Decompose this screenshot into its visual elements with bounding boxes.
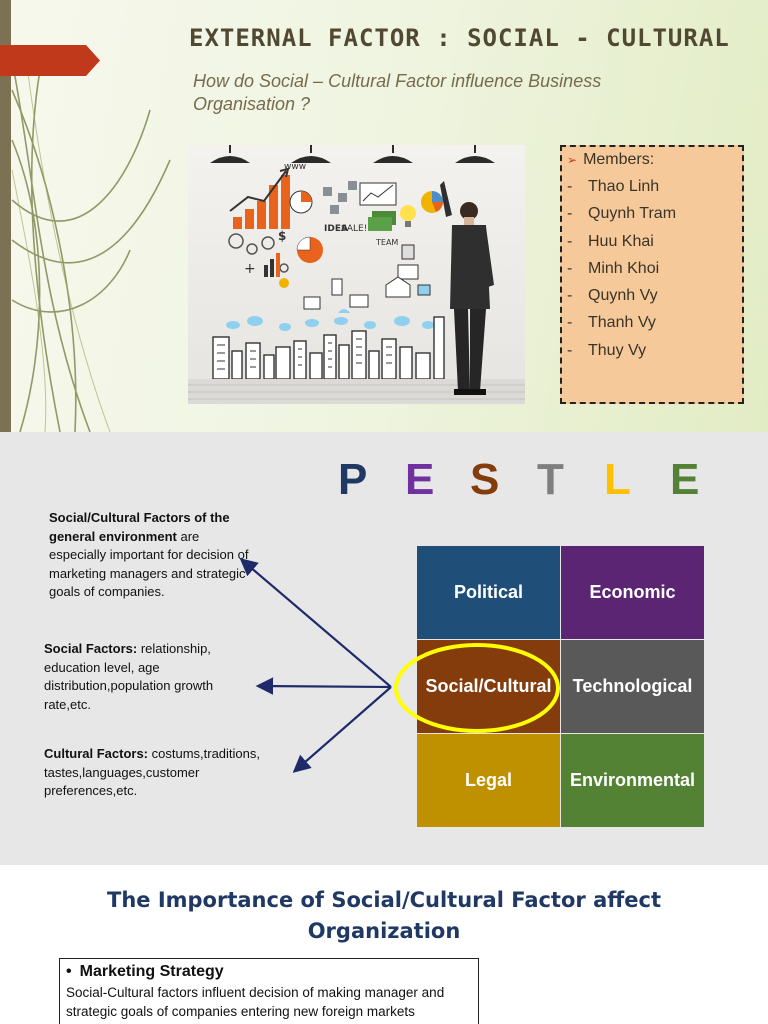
pestle-letter-e: E [405, 455, 435, 504]
marketing-strategy-body: Social-Cultural factors influent decisio… [66, 985, 445, 1019]
member-item: -Thao Linh [567, 178, 660, 195]
bullet-icon: • [66, 963, 72, 980]
member-item: -Quynh Vy [567, 287, 658, 305]
social-factors-text: Social Factors: relationship, education … [44, 640, 249, 714]
member-item: -Minh Khoi [567, 259, 660, 277]
member-item: -Quynh Tram [567, 205, 677, 223]
pestle-letter-p: P [338, 455, 368, 504]
member-name: Minh Khoi [588, 259, 660, 277]
pestle-cell-economic: Economic [561, 546, 704, 639]
sale-label: SALE! [341, 224, 367, 234]
arrow-to-cultural [292, 686, 392, 773]
cultural-rest: costums,traditions, tastes,languages,cus… [44, 746, 261, 798]
idea-label: IDEA [324, 224, 348, 234]
marketing-strategy-title-row: • Marketing Strategy [66, 963, 472, 981]
members-box: ➢ Members: -Thao Linh -Quynh Tram -Huu Kh… [560, 145, 744, 404]
intro-rest: are especially important for decision of… [49, 528, 249, 600]
cultural-bold: Cultural Factors: [44, 746, 149, 761]
pestle-cell-technological: Technological [561, 640, 704, 733]
highlight-ellipse [394, 643, 560, 733]
member-item: -Huu Khai [567, 232, 654, 250]
slide-importance: The Importance of Social/Cultural Factor… [0, 865, 768, 1024]
importance-heading: The Importance of Social/Cultural Factor… [107, 888, 661, 943]
arrow-to-social [255, 677, 392, 695]
svg-text:+: + [244, 261, 256, 277]
www-label: www [284, 162, 306, 172]
pestle-letter-t: T [537, 455, 564, 504]
slide-title: EXTERNAL FACTOR : SOCIAL - CULTURAL [189, 24, 730, 52]
members-heading: Members: [583, 151, 655, 168]
pestle-cell-legal: Legal [417, 734, 560, 827]
title-arrow-marker [0, 45, 100, 76]
grass-decoration [11, 49, 171, 432]
left-accent-bar [0, 0, 11, 432]
member-name: Thao Linh [588, 178, 660, 195]
arrow-bullet-icon: ➢ [567, 153, 578, 167]
member-name: Thanh Vy [588, 314, 656, 332]
member-name: Huu Khai [588, 232, 654, 250]
member-name: Quynh Vy [588, 287, 658, 305]
member-item: -Thuy Vy [567, 341, 647, 359]
cultural-factors-text: Cultural Factors: costums,traditions, ta… [44, 745, 289, 801]
member-name: Quynh Tram [588, 205, 677, 223]
social-rest: relationship, education level, age distr… [44, 641, 214, 712]
slide-subtitle: How do Social – Cultural Factor influenc… [193, 71, 602, 114]
pestle-letter-l: L [604, 455, 631, 504]
pestle-annotations [239, 558, 560, 773]
members-heading-row: ➢ Members: [567, 151, 654, 169]
team-label: TEAM [375, 238, 398, 247]
pestle-cell-political: Political [417, 546, 560, 639]
slide-pestle: P E S T L E Social/Cultural Factors of t… [0, 432, 768, 865]
business-illustration: www IDEA SALE! TEAM [188, 145, 525, 404]
business-strategy-photo: www IDEA SALE! TEAM [188, 145, 525, 404]
member-item: -Thanh Vy [567, 314, 656, 332]
arrow-to-intro [239, 558, 392, 688]
pestle-cell-environmental: Environmental [561, 734, 704, 827]
slide-cover: EXTERNAL FACTOR : SOCIAL - CULTURAL How … [0, 0, 768, 432]
businessman-figure [440, 181, 494, 395]
social-bold: Social Factors: [44, 641, 138, 656]
pestle-letter-e2: E [670, 455, 700, 504]
marketing-strategy-box: • Marketing Strategy Social-Cultural fact… [59, 958, 479, 1024]
marketing-strategy-title: Marketing Strategy [79, 963, 224, 980]
members-list: -Thao Linh -Quynh Tram -Huu Khai -Minh K… [567, 177, 676, 368]
intro-text: Social/Cultural Factors of the general e… [49, 509, 254, 602]
intro-bold: Social/Cultural Factors of the general e… [49, 510, 230, 544]
pestle-letter-s: S [470, 455, 500, 504]
member-name: Thuy Vy [588, 341, 647, 359]
svg-text:$: $ [278, 229, 286, 243]
